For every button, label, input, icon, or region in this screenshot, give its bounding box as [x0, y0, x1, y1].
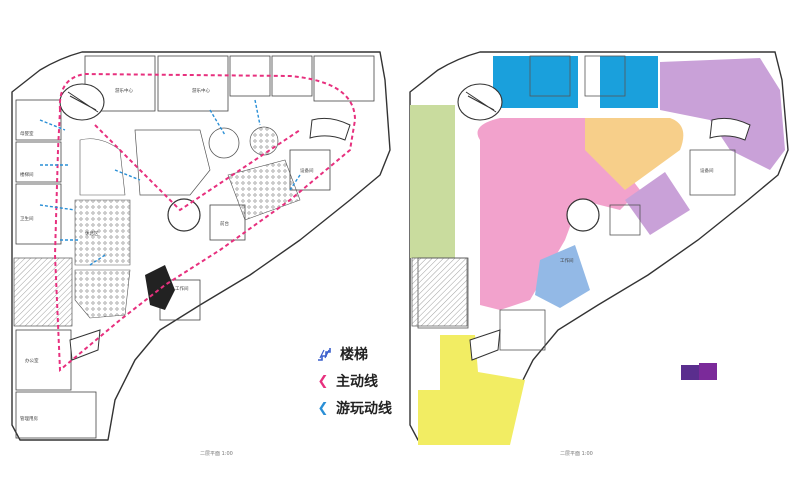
zone-purple-2 — [625, 172, 690, 235]
room-label: 休息区 — [85, 230, 99, 237]
chevron-left-icon: ❮ — [317, 373, 329, 388]
legend-play-route-label: 游玩动线 — [336, 401, 392, 417]
room-block — [689, 149, 736, 196]
room-label: 母婴室 — [20, 130, 34, 137]
room-block — [609, 204, 641, 236]
room-label: 管理用房 — [20, 415, 38, 422]
zone-blue-2 — [600, 56, 658, 108]
left-plan-outline — [11, 51, 391, 441]
hatched-area — [411, 257, 468, 327]
escalator-icon — [465, 91, 497, 113]
play-area — [79, 138, 126, 196]
room-block — [289, 149, 331, 191]
legend-main-route: ❮ 主动线 — [316, 368, 392, 394]
room-block — [15, 329, 72, 391]
room-label: 办公室 — [25, 357, 39, 364]
room-label: 工作间 — [175, 285, 189, 292]
hatched-area — [13, 257, 73, 327]
main-route-path — [53, 72, 357, 373]
room-label: 设备间 — [300, 167, 314, 174]
room-label: 游乐中心 — [115, 87, 133, 94]
room-label: 设备间 — [700, 167, 714, 174]
zone-pink — [477, 118, 640, 310]
room-block — [84, 55, 156, 112]
legend-stairs: 楼梯 — [316, 341, 392, 367]
zone-blue-1 — [493, 56, 578, 108]
room-label: 游乐中心 — [192, 87, 210, 94]
color-swatch-a — [681, 365, 699, 380]
escalator-icon — [67, 91, 99, 113]
play-route-paths — [39, 99, 301, 266]
color-swatch-b — [699, 363, 717, 380]
room-label: 工作间 — [560, 257, 574, 264]
room-block — [271, 55, 313, 97]
room-block — [157, 55, 229, 112]
room-label: 前台 — [220, 220, 229, 227]
right-escalator-void — [309, 117, 351, 141]
lower-escalator — [69, 329, 101, 361]
left-plan-caption: 二层平面 1:00 — [200, 451, 233, 457]
legend: 楼梯 ❮ 主动线 ❮ 游玩动线 — [316, 341, 392, 422]
room-block — [15, 99, 62, 141]
zone-orange — [585, 118, 684, 190]
zone-purple-1 — [660, 58, 785, 170]
dark-feature — [145, 265, 175, 310]
room-block — [209, 204, 246, 241]
chevron-left-icon: ❮ — [317, 400, 329, 415]
zone-lightblue — [535, 245, 590, 308]
atrium-circle — [566, 198, 600, 232]
zone-green — [410, 105, 455, 258]
legend-stairs-label: 楼梯 — [340, 347, 368, 363]
room-block — [313, 55, 375, 102]
zone-yellow — [418, 335, 525, 445]
room-block — [15, 391, 97, 439]
play-area — [134, 129, 211, 196]
room-block — [529, 55, 571, 97]
escalator-void — [709, 117, 751, 141]
right-plan-caption: 二层平面 1:00 — [560, 451, 593, 457]
stairs-icon — [318, 348, 331, 361]
circular-play-feature — [208, 127, 240, 159]
play-area — [74, 269, 131, 319]
legend-main-route-label: 主动线 — [336, 374, 378, 390]
play-area — [74, 199, 131, 266]
main-route-branch — [94, 124, 301, 212]
legend-play-route: ❮ 游玩动线 — [316, 395, 392, 421]
room-block — [584, 55, 626, 97]
room-block — [15, 141, 62, 183]
room-block — [15, 183, 62, 245]
lower-escalator — [469, 329, 501, 361]
room-label: 楼梯间 — [20, 171, 34, 178]
room-label: 卫生间 — [20, 215, 34, 222]
